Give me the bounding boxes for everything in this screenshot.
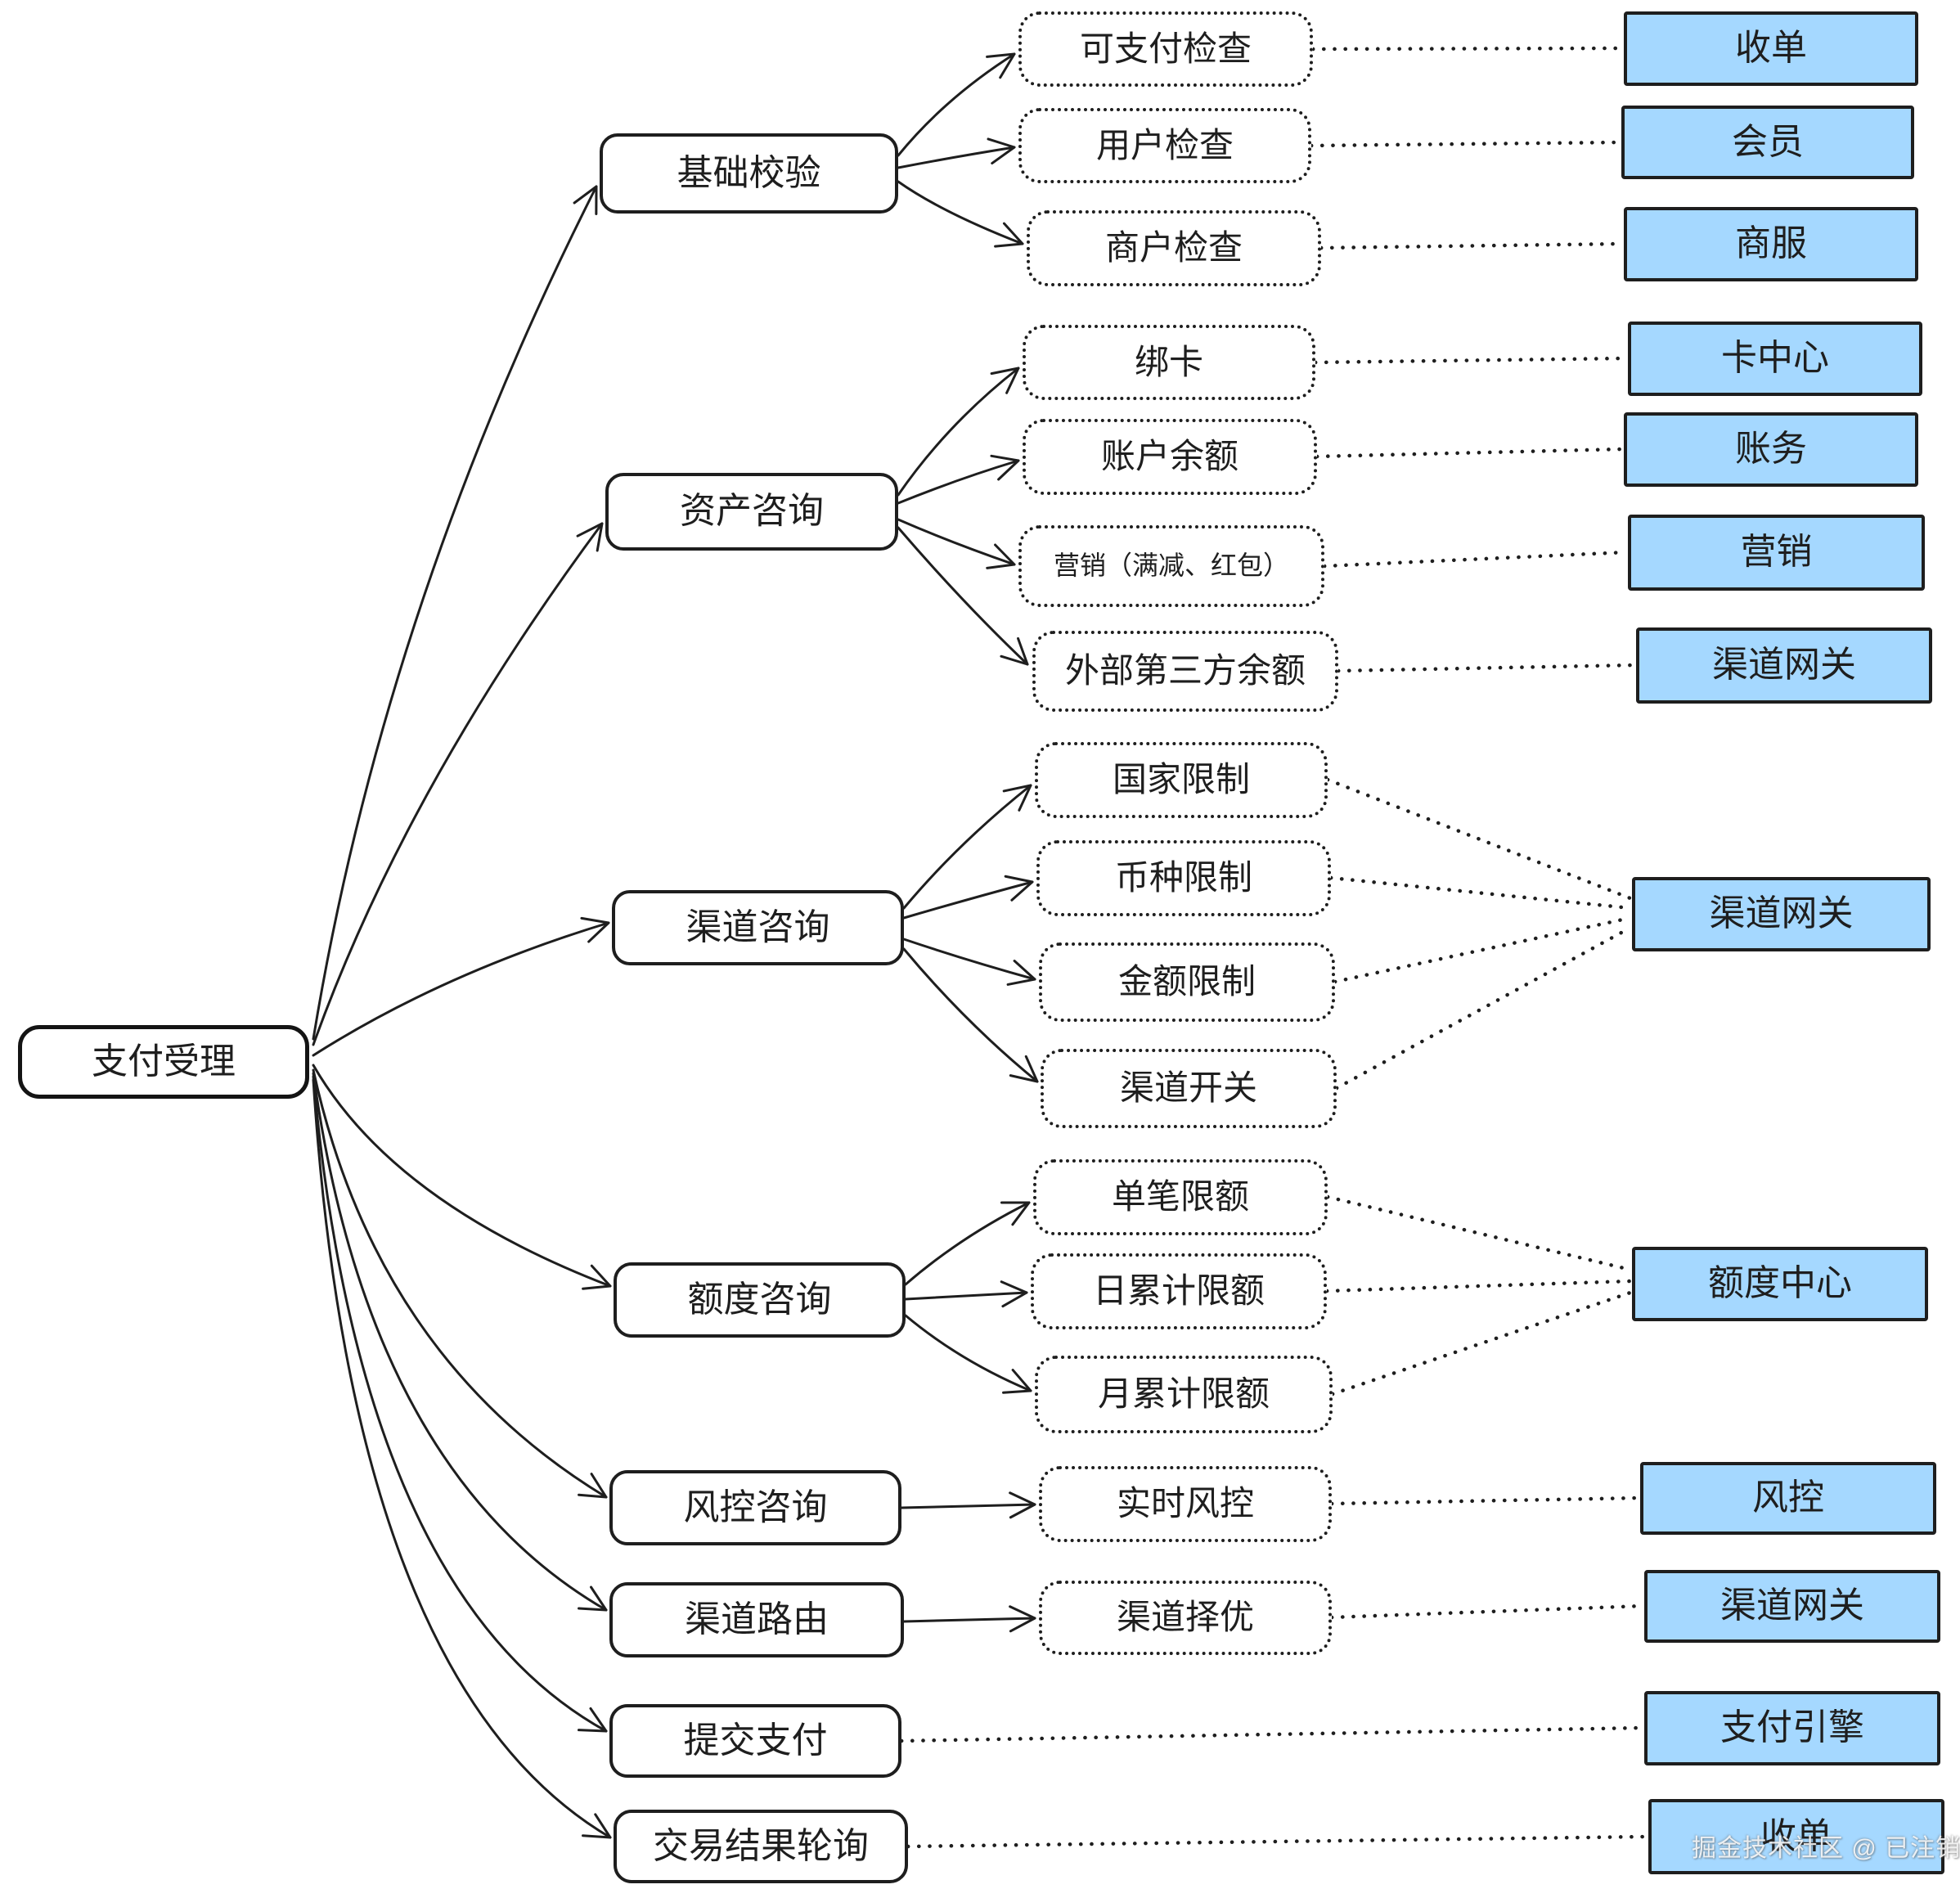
service-quota-center: 额度中心 (1632, 1247, 1928, 1321)
arrow-channel-to-channel-switch (902, 947, 1039, 1083)
check-channel-selection: 渠道择优 (1039, 1581, 1332, 1655)
arrow-channel-to-currency-limit (902, 875, 1034, 920)
link-account-balance-to-accounting (1315, 447, 1625, 459)
check-merchant-check: 商户检查 (1027, 210, 1321, 286)
link-channel-switch-to-channel-gateway (1334, 925, 1633, 1091)
check-user-check: 用户检查 (1018, 108, 1311, 183)
category-transaction-result-polling: 交易结果轮询 (614, 1810, 908, 1883)
arrow-quota-to-single-limit (904, 1201, 1031, 1286)
check-account-balance: 账户余额 (1023, 419, 1317, 495)
link-result-polling-to-acquiring (906, 1834, 1649, 1849)
arrow-root-to-asset-inquiry (312, 522, 604, 1046)
link-country-limit-to-channel-gateway (1325, 777, 1633, 901)
category-channel-routing: 渠道路由 (609, 1582, 904, 1657)
link-payable-check-to-acquiring (1310, 46, 1625, 52)
check-marketing-discount-redpacket: 营销（满减、红包） (1018, 525, 1324, 607)
link-marketing-check-to-marketing (1322, 550, 1629, 569)
check-monthly-cumulative-limit: 月累计限额 (1035, 1356, 1333, 1433)
arrow-asset-to-external-balance (897, 526, 1029, 666)
arrow-root-to-result-polling (312, 1078, 612, 1839)
check-payable-check: 可支付检查 (1018, 11, 1313, 87)
arrow-quota-to-monthly-limit (904, 1314, 1032, 1394)
arrow-channel-to-amount-limit (902, 938, 1036, 986)
arrow-root-to-quota-inquiry (312, 1064, 612, 1290)
check-realtime-risk-control: 实时风控 (1039, 1466, 1332, 1542)
link-submit-payment-to-payment-engine (899, 1725, 1645, 1743)
arrow-root-to-channel-routing (312, 1072, 608, 1612)
arrow-root-to-channel-inquiry (312, 916, 610, 1057)
check-external-third-party-balance: 外部第三方余额 (1032, 631, 1338, 712)
check-amount-limit: 金额限制 (1039, 942, 1335, 1022)
arrow-root-to-basic-validation (312, 185, 598, 1041)
category-quota-inquiry: 额度咨询 (614, 1262, 906, 1338)
link-external-balance-to-channel-gateway (1336, 663, 1637, 673)
link-bind-card-to-card-center (1313, 356, 1629, 365)
arrow-root-to-risk-inquiry (312, 1068, 608, 1499)
arrow-root-to-submit-payment (312, 1075, 608, 1733)
category-asset-inquiry: 资产咨询 (605, 473, 898, 551)
arrow-basic-to-merchant-check (897, 180, 1024, 248)
link-currency-limit-to-channel-gateway (1328, 875, 1633, 911)
link-amount-limit-to-channel-gateway (1333, 915, 1633, 984)
check-daily-cumulative-limit: 日累计限额 (1031, 1253, 1327, 1329)
arrow-risk-to-realtime-risk (900, 1491, 1036, 1519)
category-submit-payment: 提交支付 (609, 1704, 901, 1778)
category-risk-inquiry: 风控咨询 (609, 1470, 901, 1545)
check-currency-limit: 币种限制 (1036, 840, 1331, 916)
watermark: 掘金技术社区 @ 已注销 (1692, 1835, 1960, 1862)
link-monthly-limit-to-quota-center (1330, 1290, 1633, 1397)
service-channel-gateway-channel: 渠道网关 (1632, 877, 1931, 951)
service-risk-control: 风控 (1640, 1462, 1936, 1535)
arrow-asset-to-account-balance (897, 454, 1020, 505)
arrow-basic-to-user-check (897, 137, 1016, 169)
check-bind-card: 绑卡 (1023, 325, 1315, 400)
root-node-payment-acceptance: 支付受理 (18, 1025, 309, 1099)
service-payment-engine: 支付引擎 (1644, 1691, 1940, 1765)
link-user-check-to-member (1309, 140, 1622, 148)
category-channel-inquiry: 渠道咨询 (612, 890, 904, 965)
service-marketing: 营销 (1628, 515, 1925, 591)
check-channel-switch: 渠道开关 (1041, 1049, 1337, 1128)
service-channel-gateway-routing: 渠道网关 (1644, 1570, 1940, 1643)
link-realtime-risk-to-risk-control (1329, 1495, 1641, 1506)
service-accounting: 账务 (1624, 412, 1918, 487)
service-acquiring-bottom: 收单 (1648, 1799, 1944, 1874)
service-acquiring-top: 收单 (1624, 11, 1918, 86)
link-single-limit-to-quota-center (1325, 1194, 1633, 1272)
link-daily-limit-to-quota-center (1324, 1279, 1633, 1293)
category-basic-validation: 基础校验 (600, 133, 898, 214)
service-merchant-service: 商服 (1624, 207, 1918, 281)
arrow-asset-to-marketing (897, 518, 1016, 569)
arrow-routing-to-channel-selection (902, 1605, 1036, 1633)
link-merchant-check-to-merchant-service (1319, 241, 1625, 250)
arrow-quota-to-daily-limit (904, 1280, 1028, 1308)
check-single-transaction-limit: 单笔限额 (1033, 1159, 1328, 1235)
service-channel-gateway-asset: 渠道网关 (1636, 627, 1932, 704)
service-card-center: 卡中心 (1628, 322, 1922, 396)
service-member: 会员 (1621, 106, 1914, 179)
check-country-limit: 国家限制 (1035, 742, 1328, 818)
arrow-channel-to-country-limit (902, 784, 1032, 910)
arrow-basic-to-payable-check (897, 52, 1016, 157)
arrow-asset-to-bind-card (897, 367, 1020, 497)
link-channel-selection-to-channel-gateway (1329, 1603, 1645, 1620)
